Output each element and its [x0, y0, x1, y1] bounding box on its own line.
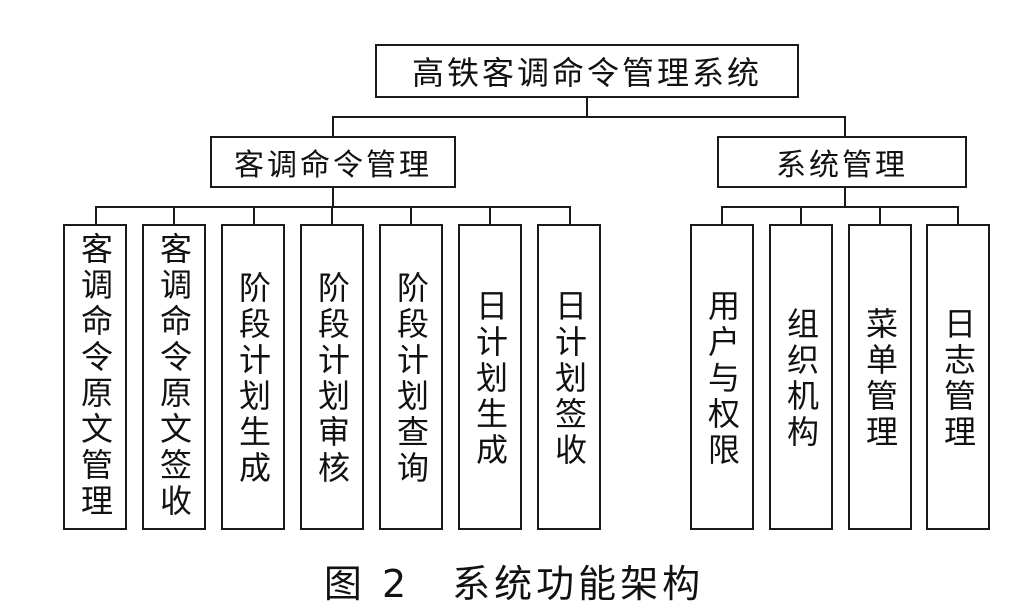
connector [569, 206, 571, 226]
leaf-node-organization: 组织机构 [769, 224, 833, 530]
connector [253, 206, 255, 226]
leaf-node-label: 日计划生成 [471, 289, 509, 469]
leaf-node-label: 日志管理 [939, 307, 977, 451]
leaf-node-users-permissions: 用户与权限 [690, 224, 754, 530]
leaf-node-label: 客调命令原文管理 [76, 232, 114, 520]
figure-caption: 图 2 系统功能架构 [323, 562, 705, 606]
connector [844, 116, 846, 138]
root-node: 高铁客调命令管理系统 [375, 44, 799, 98]
leaf-node-label: 阶段计划生成 [234, 271, 272, 487]
leaf-node-label: 日计划签收 [550, 289, 588, 469]
leaf-node-label: 阶段计划审核 [313, 271, 351, 487]
connector [721, 206, 723, 226]
group-node-dispatch-command: 客调命令管理 [210, 136, 456, 188]
leaf-node-command-original-signoff: 客调命令原文签收 [142, 224, 206, 530]
leaf-node-log-management: 日志管理 [926, 224, 990, 530]
group-node-label: 系统管理 [776, 148, 908, 183]
group-node-system-management: 系统管理 [717, 136, 967, 188]
leaf-node-stage-plan-generate: 阶段计划生成 [221, 224, 285, 530]
leaf-node-stage-plan-query: 阶段计划查询 [379, 224, 443, 530]
connector [332, 116, 846, 118]
leaf-node-label: 组织机构 [782, 307, 820, 451]
leaf-node-menu-management: 菜单管理 [848, 224, 912, 530]
connector [800, 206, 802, 226]
leaf-node-stage-plan-review: 阶段计划审核 [300, 224, 364, 530]
leaf-node-label: 用户与权限 [703, 289, 741, 469]
leaf-node-label: 菜单管理 [861, 307, 899, 451]
connector [95, 206, 97, 226]
connector [332, 116, 334, 138]
connector [957, 206, 959, 226]
leaf-node-command-original-management: 客调命令原文管理 [63, 224, 127, 530]
leaf-node-label: 客调命令原文签收 [155, 232, 193, 520]
connector [586, 96, 588, 118]
leaf-node-daily-plan-generate: 日计划生成 [458, 224, 522, 530]
connector [331, 206, 333, 226]
connector [844, 186, 846, 208]
group-node-label: 客调命令管理 [234, 148, 432, 183]
connector [879, 206, 881, 226]
connector [721, 206, 959, 208]
connector [95, 206, 571, 208]
connector [332, 186, 334, 208]
connector [489, 206, 491, 226]
connector [173, 206, 175, 226]
connector [410, 206, 412, 226]
root-node-label: 高铁客调命令管理系统 [411, 54, 762, 92]
leaf-node-daily-plan-signoff: 日计划签收 [537, 224, 601, 530]
leaf-node-label: 阶段计划查询 [392, 271, 430, 487]
